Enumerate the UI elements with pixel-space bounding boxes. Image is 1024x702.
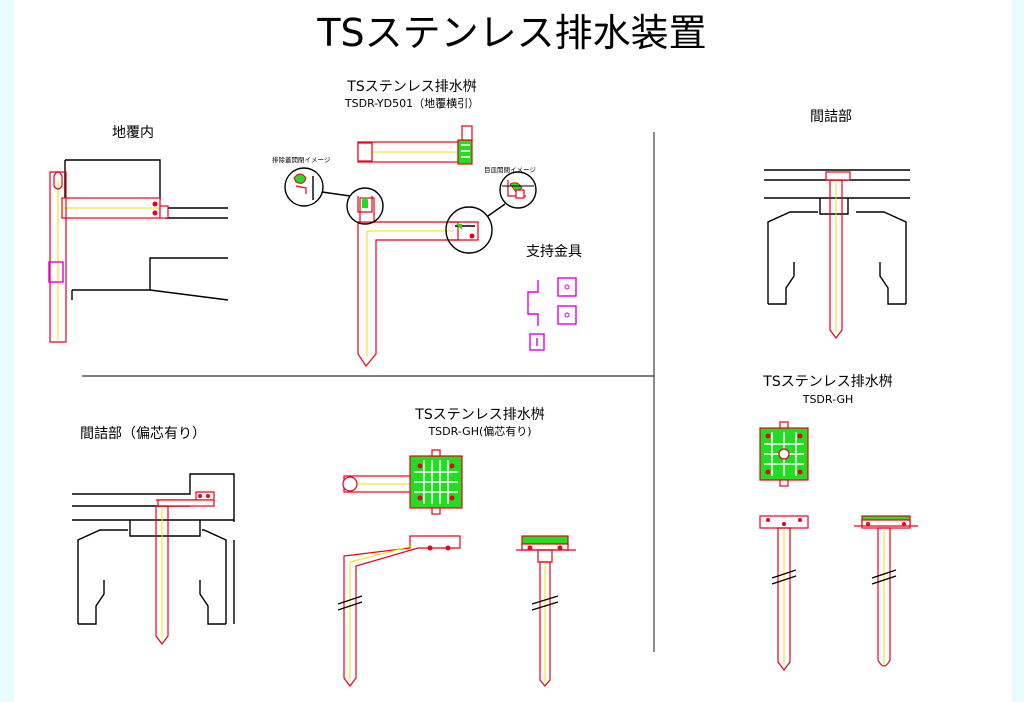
tsume-offset-label: 間詰部（偏芯有り）: [80, 426, 206, 442]
section-gh: TSステンレス排水桝 TSDR-GH: [759, 374, 918, 671]
section-tsume-offset: 間詰部（偏芯有り）: [72, 426, 235, 645]
page-title: TSステンレス排水装置: [316, 11, 706, 55]
grate-callout-label: 目皿開閉イメージ: [484, 166, 536, 174]
section-yd501: TSステンレス排水桝 TSDR-YD501（地覆横引）: [272, 79, 537, 368]
tsume-top-label: 間詰部: [810, 109, 852, 125]
gh-offset-model: TSDR-GH(偏芯有り): [427, 424, 531, 438]
gh-offset-title: TSステンレス排水桝: [414, 407, 544, 423]
section-bracket: 支持金具: [526, 244, 582, 351]
gh-model: TSDR-GH: [802, 393, 854, 406]
section-jifuku: 地覆内: [48, 125, 229, 343]
bracket-label: 支持金具: [526, 244, 582, 260]
lid-callout-label: 排除蓋開閉イメージ: [272, 155, 331, 164]
section-gh-offset: TSステンレス排水桝 TSDR-GH(偏芯有り): [337, 407, 576, 687]
section-tsume-top: 間詰部: [764, 109, 910, 339]
gh-offset-grate-grid: [414, 460, 458, 504]
yd501-title: TSステンレス排水桝: [346, 79, 476, 95]
label-jifuku: 地覆内: [112, 125, 154, 141]
drawing-paper: [14, 0, 1012, 702]
gh-title: TSステンレス排水桝: [762, 374, 892, 390]
section-dividers: [82, 132, 655, 652]
yd501-model: TSDR-YD501（地覆横引）: [344, 96, 479, 110]
